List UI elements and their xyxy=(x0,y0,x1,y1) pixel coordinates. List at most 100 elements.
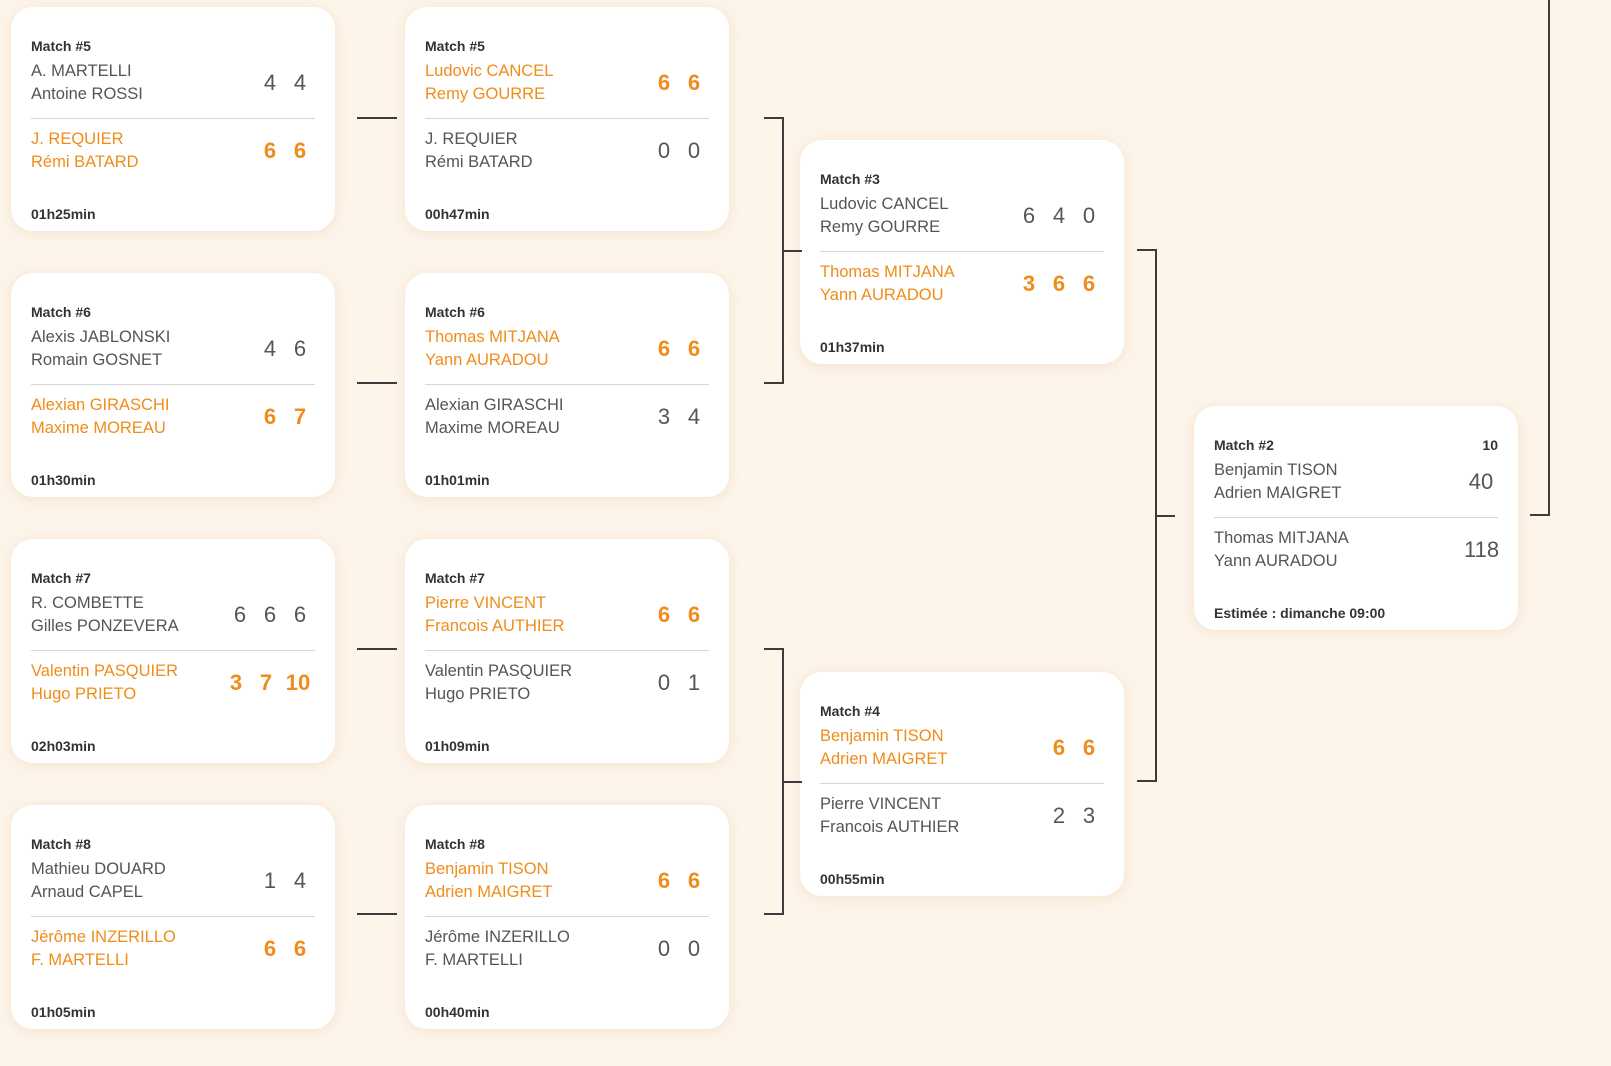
set-score: 0 xyxy=(657,670,671,695)
match-title: Match #7 xyxy=(425,570,485,586)
bracket-connector xyxy=(1530,514,1550,516)
player-name: A. MARTELLI xyxy=(31,62,132,80)
set-score: 4 xyxy=(1052,203,1066,228)
bracket-connector xyxy=(357,117,397,119)
set-score: 6 xyxy=(1082,735,1096,760)
player-name: Arnaud CAPEL xyxy=(31,883,143,901)
team-divider xyxy=(31,384,315,385)
player-name: Ludovic CANCEL xyxy=(425,62,554,80)
set-score: 0 xyxy=(687,936,701,961)
match-duration: 01h09min xyxy=(425,738,490,754)
player-name: Alexian GIRASCHI xyxy=(31,396,170,414)
match-title: Match #5 xyxy=(31,38,91,54)
player-name: Gilles PONZEVERA xyxy=(31,617,179,635)
set-score: 118 xyxy=(1464,537,1500,562)
set-score: 0 xyxy=(1082,203,1096,228)
player-name: Alexis JABLONSKI xyxy=(31,328,171,346)
bracket-connector xyxy=(764,913,784,915)
set-score: 4 xyxy=(293,70,307,95)
team-divider xyxy=(820,251,1104,252)
match-duration: 01h05min xyxy=(31,1004,96,1020)
set-score: 6 xyxy=(293,336,307,361)
set-score: 6 xyxy=(293,138,307,163)
player-name: Romain GOSNET xyxy=(31,351,163,369)
set-score: 6 xyxy=(687,602,701,627)
team-divider xyxy=(425,118,709,119)
set-score: 6 xyxy=(263,404,277,429)
set-score: 6 xyxy=(1052,271,1066,296)
team-players: Pierre VINCENT Francois AUTHIER xyxy=(820,793,959,839)
player-name: Thomas MITJANA xyxy=(820,263,955,281)
bracket-connector xyxy=(764,117,784,119)
set-score: 3 xyxy=(229,670,243,695)
set-score: 0 xyxy=(657,936,671,961)
player-name: Mathieu DOUARD xyxy=(31,860,166,878)
player-name: Francois AUTHIER xyxy=(820,818,960,836)
player-name: Yann AURADOU xyxy=(425,351,549,369)
set-score: 7 xyxy=(293,404,307,429)
bracket-connector xyxy=(357,648,397,650)
match-title: Match #7 xyxy=(31,570,91,586)
bracket-connector xyxy=(764,382,784,384)
player-name: Hugo PRIETO xyxy=(425,685,531,703)
match-duration: 01h25min xyxy=(31,206,96,222)
bracket-connector xyxy=(1155,515,1175,517)
set-score: 4 xyxy=(293,868,307,893)
set-score: 40 xyxy=(1468,469,1494,494)
team-divider xyxy=(425,384,709,385)
match-extra-value: 10 xyxy=(1482,437,1498,453)
bracket-connector xyxy=(357,913,397,915)
team-divider xyxy=(31,916,315,917)
player-name: Pierre VINCENT xyxy=(820,795,942,813)
team-divider xyxy=(31,650,315,651)
set-score: 6 xyxy=(263,602,277,627)
match-duration: 01h30min xyxy=(31,472,96,488)
set-score: 4 xyxy=(263,70,277,95)
team-divider xyxy=(425,916,709,917)
player-name: Ludovic CANCEL xyxy=(820,195,949,213)
match-duration: 00h47min xyxy=(425,206,490,222)
set-score: 10 xyxy=(285,670,311,695)
set-score: 1 xyxy=(687,670,701,695)
player-name: Thomas MITJANA xyxy=(425,328,560,346)
player-name: Francois AUTHIER xyxy=(425,617,565,635)
